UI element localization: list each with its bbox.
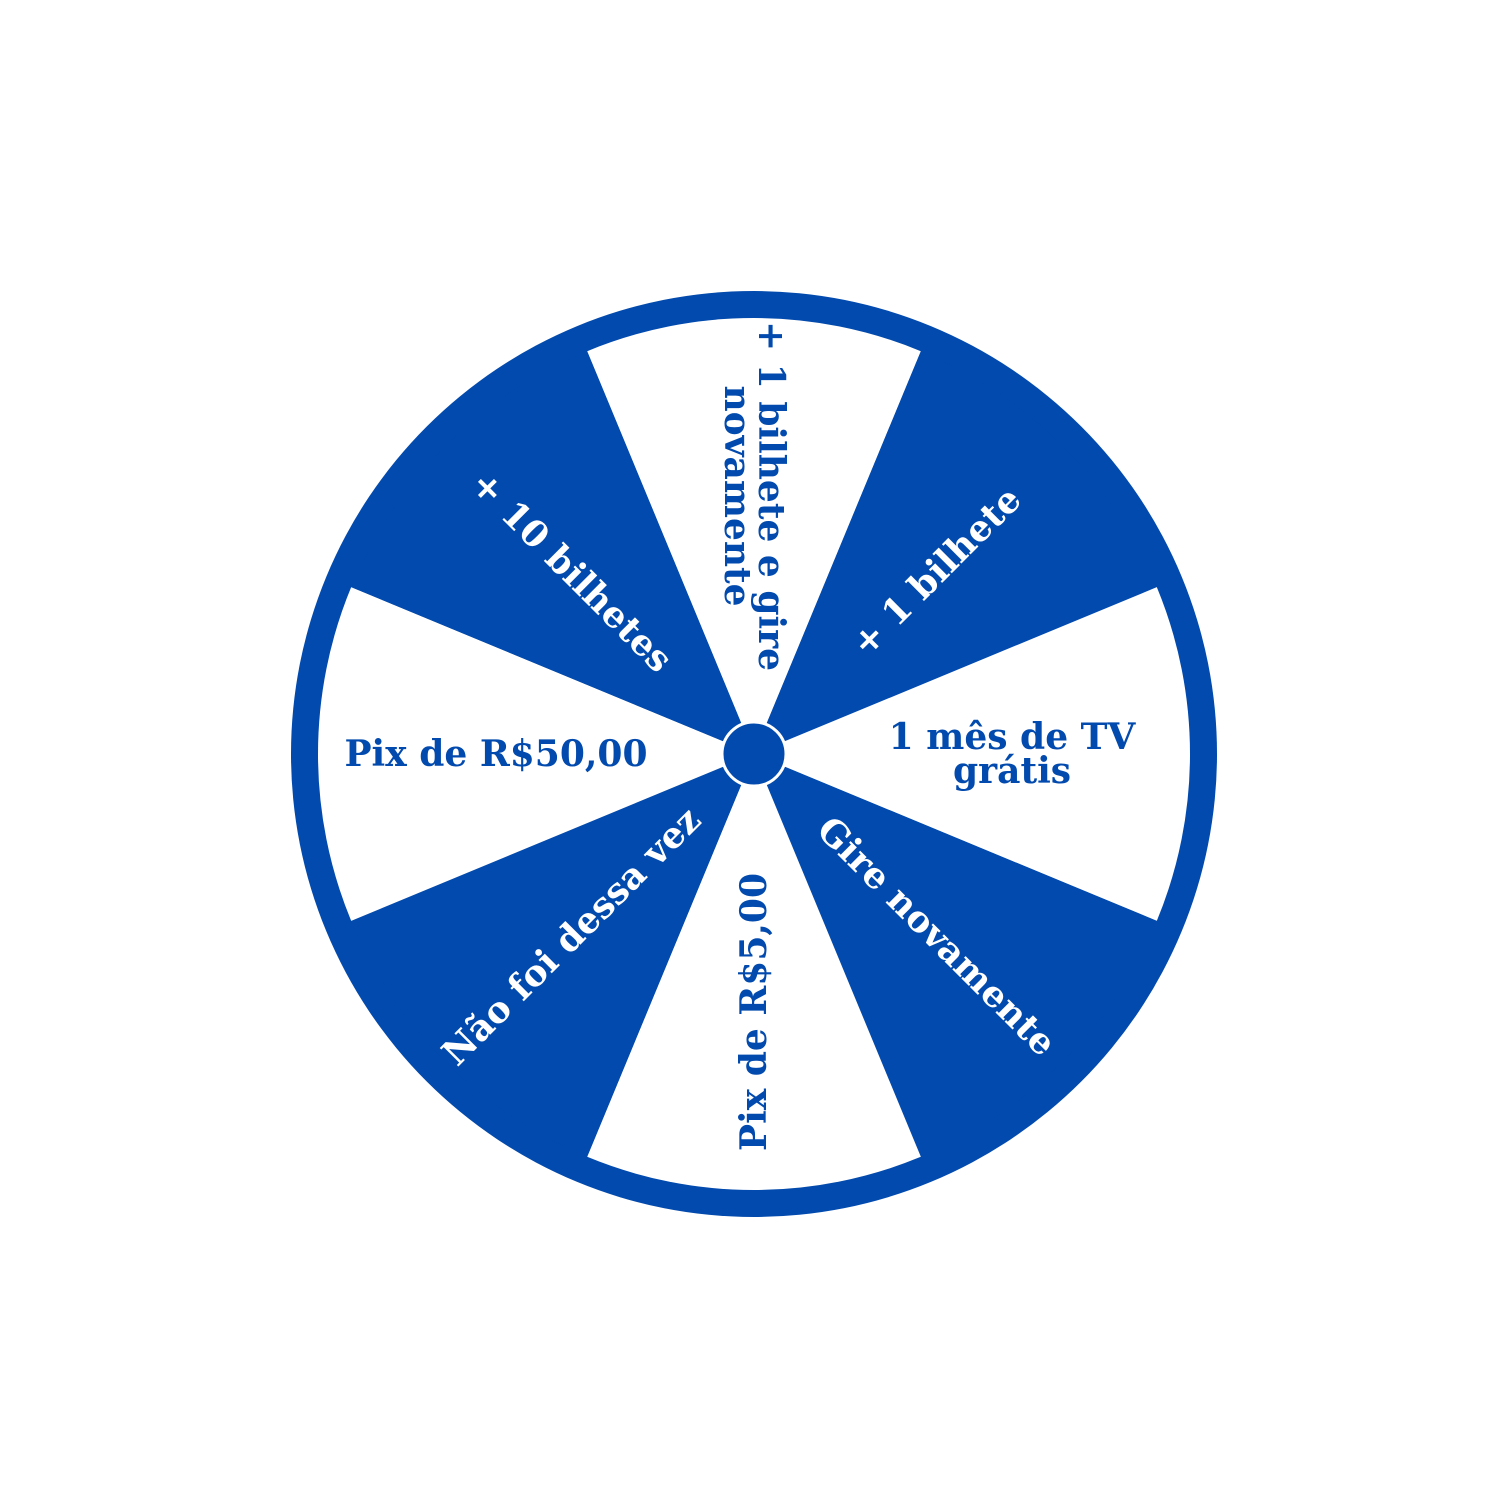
wheel-label-line: Pix de R$50,00 <box>344 733 647 775</box>
wheel-label-line: novamente <box>716 385 758 606</box>
wheel-segments <box>318 318 1190 1190</box>
wheel-segment-1[interactable] <box>754 351 1157 754</box>
wheel-label-line: Pix de R$5,00 <box>733 873 775 1151</box>
wheel-segment-4[interactable] <box>587 754 921 1190</box>
wheel-hub[interactable] <box>720 720 788 788</box>
wheel-segment-2[interactable] <box>754 587 1190 921</box>
wheel-label-4: Pix de R$5,00 <box>733 873 775 1151</box>
wheel-label-line: grátis <box>953 750 1071 792</box>
wheel-segment-0[interactable] <box>587 318 921 754</box>
wheel-segment-6[interactable] <box>318 587 754 921</box>
wheel-label-line: + 1 bilhete e gire <box>750 321 792 671</box>
wheel-segment-5[interactable] <box>351 754 754 1157</box>
wheel-label-line: 1 mês de TV <box>889 716 1137 758</box>
wheel-label-6: Pix de R$50,00 <box>344 733 647 775</box>
wheel-segment-7[interactable] <box>351 351 754 754</box>
wheel-segment-3[interactable] <box>754 754 1157 1157</box>
